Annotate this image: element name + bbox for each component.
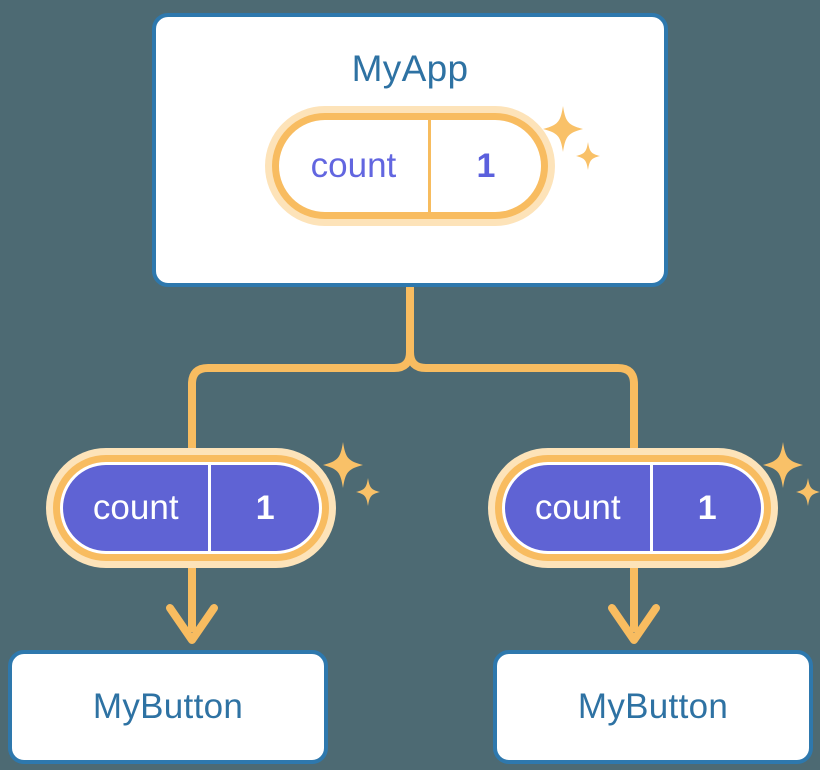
state-pill-myapp[interactable]: count 1 xyxy=(265,106,555,226)
state-pill-left[interactable]: count 1 xyxy=(46,448,336,568)
state-pill-value: 1 xyxy=(476,146,496,185)
state-pill-key: count xyxy=(63,465,212,551)
arrow-left-pill-to-button xyxy=(166,568,218,644)
sparkle-small-icon xyxy=(796,478,820,506)
state-pill-ring: count 1 xyxy=(272,113,548,219)
component-card-mybutton-right[interactable]: MyButton xyxy=(493,650,813,764)
state-pill-ring: count 1 xyxy=(495,455,771,561)
state-pill-right[interactable]: count 1 xyxy=(488,448,778,568)
state-pill-body: count 1 xyxy=(502,462,764,554)
state-pill-value: 1 xyxy=(653,465,761,551)
component-card-mybutton-left[interactable]: MyButton xyxy=(8,650,328,764)
arrow-right-pill-to-button xyxy=(608,568,660,644)
state-pill-key: count xyxy=(505,465,654,551)
sparkle-small-icon xyxy=(356,478,380,506)
state-pill-body: count 1 xyxy=(60,462,322,554)
state-pill-key: count xyxy=(279,120,431,212)
component-title-myapp: MyApp xyxy=(351,48,469,89)
state-pill-ring: count 1 xyxy=(53,455,329,561)
connector-tree-path xyxy=(188,283,638,452)
component-title-mybutton-right: MyButton xyxy=(577,687,729,726)
state-pill-value: 1 xyxy=(211,465,319,551)
component-title-mybutton-left: MyButton xyxy=(92,687,244,726)
state-pill-body: count 1 xyxy=(279,120,541,212)
